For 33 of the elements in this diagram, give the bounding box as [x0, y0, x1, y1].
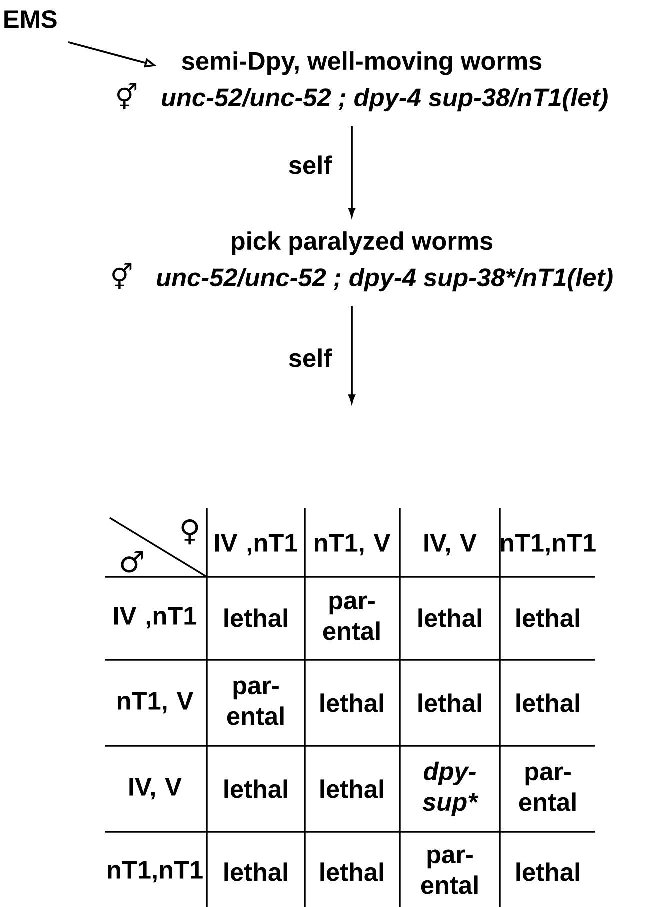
table-cell: IV, V — [130, 778, 182, 800]
step-text: pick paralyzed worms ⚥ unc-52/unc-52 ; dpy-4 sup-38*/nT1(let) — [112, 232, 613, 292]
table-cell: lethal — [320, 780, 384, 798]
table-cell: lethal — [320, 862, 384, 882]
table-cell: IV ,nT1 — [114, 607, 197, 629]
table-cell: lethal — [516, 862, 580, 882]
table-cell: nT1, V — [118, 692, 194, 714]
header-symbol: ♂ — [121, 551, 144, 573]
table-cell: nT1, V — [314, 534, 391, 556]
table-cell: lethal — [516, 694, 580, 712]
table-cell: lethal — [224, 780, 288, 798]
table-cell: lethal — [418, 694, 482, 712]
table-cell: IV ,nT1 — [215, 534, 298, 556]
arrow — [348, 126, 356, 217]
table-cell: par- ental — [227, 680, 284, 726]
table-cell: par- ental — [323, 596, 380, 640]
table-cell: lethal — [320, 694, 384, 712]
table-cell: nT1,nT1 — [108, 861, 203, 883]
step-text: EMS — [4, 10, 57, 28]
step-text: semi-Dpy, well-moving worms ⚥ unc-52/unc-52 ; dpy-4 sup-38/nT1(let) — [118, 52, 608, 112]
table-cell: lethal — [516, 608, 580, 628]
table-cell: par- ental — [421, 850, 478, 894]
table-cell: lethal — [418, 608, 482, 628]
table-cell: par- ental — [519, 766, 576, 812]
table-cell: IV, V — [424, 534, 477, 556]
header-symbol: ♀ — [182, 519, 198, 545]
edge-label: self — [286, 153, 335, 177]
edge-label: self — [286, 346, 335, 370]
table-cell: nT1,nT1 — [501, 534, 596, 556]
arrow — [348, 306, 356, 404]
table-cell: lethal — [224, 608, 288, 628]
table-cell: dpy- sup* — [422, 762, 478, 816]
table-cell: lethal — [224, 862, 288, 882]
